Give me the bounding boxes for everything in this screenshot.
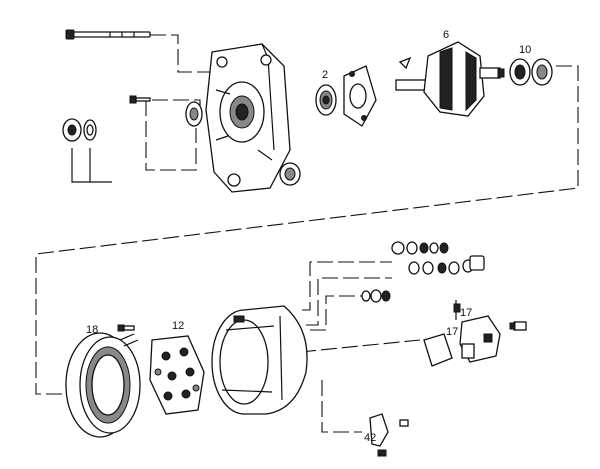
leader-bolt-housing	[150, 34, 212, 73]
label-bearing-2: 2	[322, 69, 328, 81]
terminal-hardware-row3	[361, 289, 391, 303]
connection-lines	[35, 34, 579, 433]
through-bolt	[65, 29, 151, 40]
spacer-sleeve	[279, 162, 301, 186]
nut-left	[62, 118, 82, 142]
leader-terminals-3	[310, 295, 380, 331]
slip-ring-housing	[211, 305, 308, 415]
leader-screw-housing	[152, 99, 201, 120]
terminal-hardware-row1	[391, 241, 449, 255]
label-stator-18: 18	[86, 324, 98, 336]
label-rotor-6: 6	[443, 29, 449, 41]
label-regulator-17a: 17	[460, 307, 472, 319]
label-regulator-17b: 17	[446, 326, 458, 338]
label-bearing-10: 10	[519, 44, 531, 56]
small-screw	[129, 95, 151, 104]
bracket-42	[369, 413, 409, 457]
seal-washer	[185, 101, 203, 127]
rectifier-12	[149, 335, 205, 415]
terminal-hardware-row2	[408, 255, 485, 275]
bearing-10	[509, 58, 553, 86]
leader-terminals-2	[306, 277, 392, 326]
drive-end-housing	[205, 43, 291, 193]
label-bracket-42: 42	[364, 432, 376, 444]
rotor-6	[395, 41, 505, 117]
regulator-17	[423, 303, 527, 367]
leader-bracket-42	[321, 380, 362, 433]
retainer-plate	[343, 65, 377, 127]
leader-washer	[145, 100, 197, 171]
stator-screw	[117, 324, 135, 332]
leader-nut-left	[71, 148, 112, 183]
bearing-2	[315, 84, 337, 116]
stator-18	[65, 332, 141, 438]
leader-terminals-1	[302, 261, 392, 311]
leader-regulator	[299, 339, 421, 353]
label-rectifier-12: 12	[172, 320, 184, 332]
washer-left	[83, 119, 97, 141]
